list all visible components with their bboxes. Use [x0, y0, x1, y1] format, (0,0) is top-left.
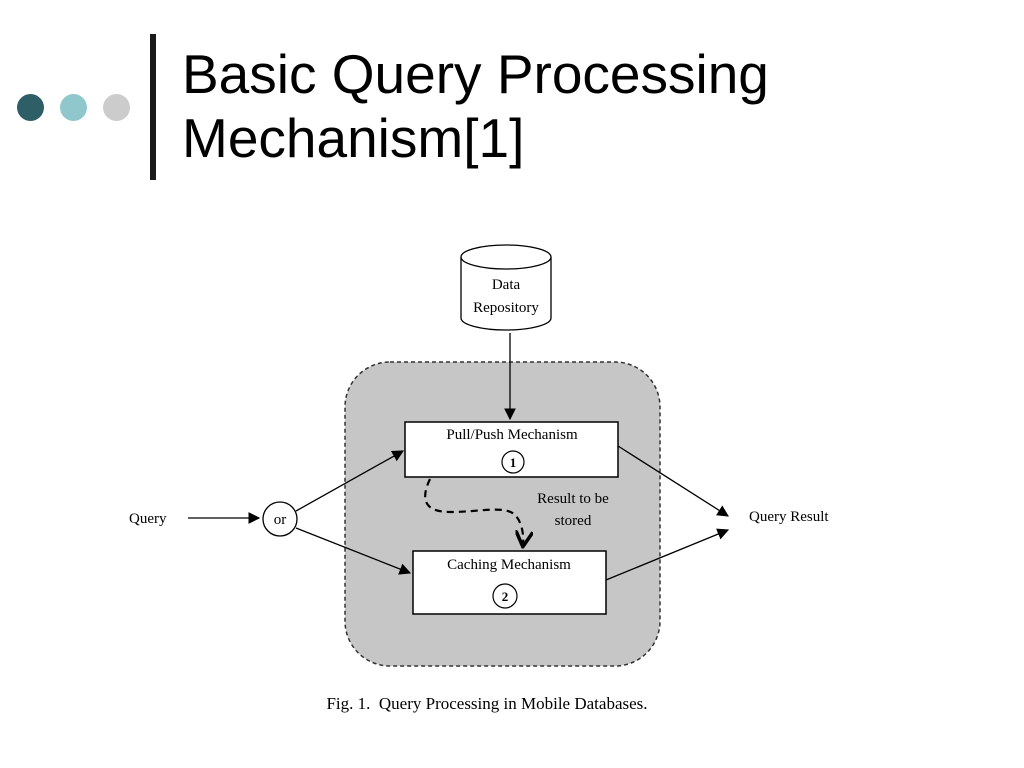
decor-dot-2 [60, 94, 87, 121]
caching-number: 2 [502, 589, 509, 604]
or-to-pull-push-arrow [295, 450, 405, 512]
data-repository-label-line-1: Data [492, 277, 521, 293]
title-divider [150, 34, 156, 180]
mobile-database-region [344, 361, 661, 667]
pull-push-label: Pull/Push Mechanism [446, 427, 578, 443]
caching-to-result-arrow [605, 528, 730, 581]
title-line-2: Mechanism[1] [182, 107, 525, 169]
caching-label: Caching Mechanism [447, 557, 571, 573]
figure-caption: Fig. 1. Query Processing in Mobile Datab… [326, 694, 647, 713]
title-line-1: Basic Query Processing [182, 43, 769, 105]
or-to-caching-arrow [295, 527, 412, 575]
decor-dot-3 [103, 94, 130, 121]
pull-push-box: Pull/Push Mechanism 1 [404, 421, 619, 478]
pull-push-number: 1 [510, 455, 517, 470]
slide-title: Basic Query Processing Mechanism[1] [182, 42, 982, 170]
caching-box: Caching Mechanism 2 [412, 550, 607, 615]
query-result-label: Query Result [749, 509, 829, 525]
or-node: or [262, 501, 298, 537]
decor-dot-1 [17, 94, 44, 121]
query-label: Query [129, 511, 167, 527]
store-result-arrow [424, 478, 523, 545]
result-to-be-stored-line-1: Result to be [537, 491, 609, 507]
data-repository-cylinder: Data Repository [460, 244, 552, 331]
data-repository-label-line-2: Repository [473, 300, 539, 316]
pull-push-to-result-arrow [617, 445, 729, 517]
result-to-be-stored-line-2: stored [555, 513, 592, 529]
or-label: or [274, 512, 287, 528]
